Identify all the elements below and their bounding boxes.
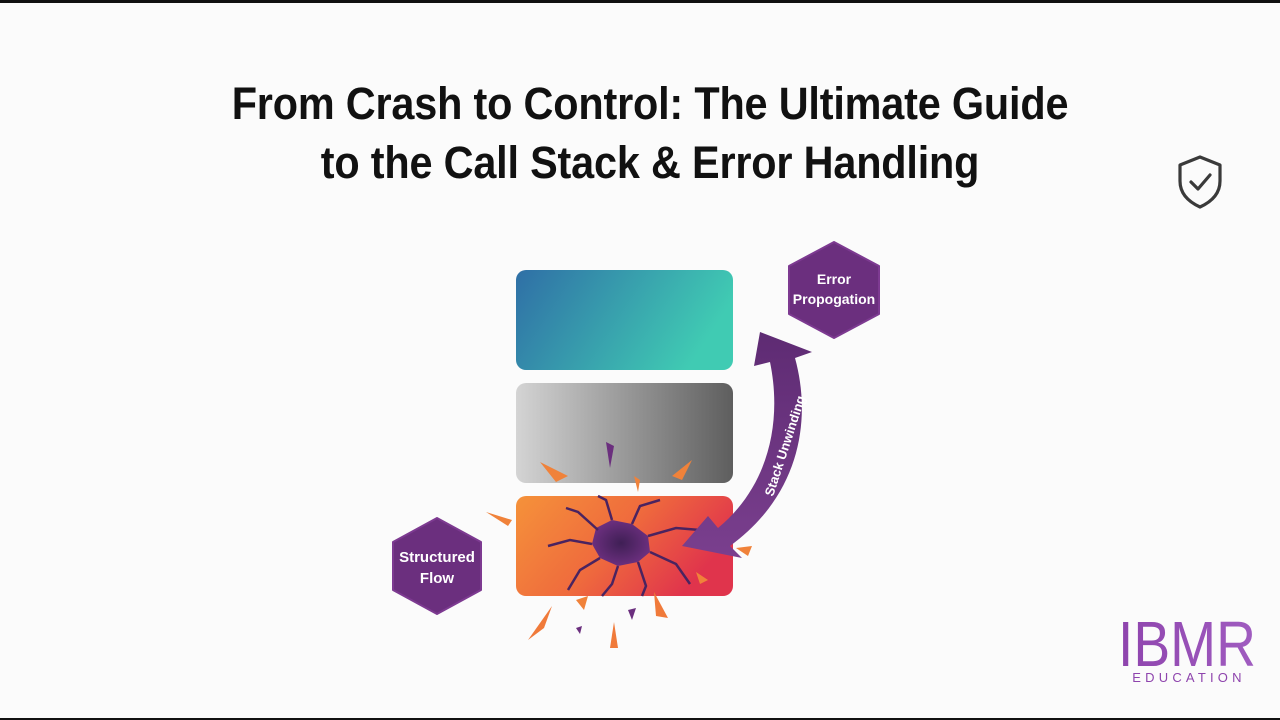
top-border bbox=[0, 0, 1280, 3]
bottom-border bbox=[0, 718, 1280, 720]
debris-shards bbox=[486, 442, 752, 648]
stack-block-top bbox=[516, 270, 733, 370]
error-propagation-line-2: Propogation bbox=[793, 291, 875, 307]
structured-flow-line-1: Structured bbox=[399, 549, 475, 566]
shield-check-icon bbox=[1178, 155, 1222, 209]
page-title: From Crash to Control: The Ultimate Guid… bbox=[181, 74, 1119, 192]
ibmr-logo: IBMR bbox=[1118, 608, 1256, 680]
crack-icon bbox=[547, 494, 701, 597]
error-propagation-node: Error Propogation bbox=[788, 241, 880, 339]
structured-flow-line-2: Flow bbox=[420, 570, 454, 587]
logo-mark: IBMR bbox=[1118, 608, 1256, 680]
structured-flow-node: Structured Flow bbox=[392, 517, 482, 615]
error-propagation-line-1: Error bbox=[817, 271, 852, 287]
title-line-2: to the Call Stack & Error Handling bbox=[320, 137, 980, 188]
title-line-1: From Crash to Control: The Ultimate Guid… bbox=[231, 78, 1069, 129]
stack-block-middle bbox=[516, 383, 733, 483]
logo-subtitle: EDUCATION bbox=[1132, 670, 1246, 685]
stack-unwinding-arrow bbox=[682, 332, 812, 558]
